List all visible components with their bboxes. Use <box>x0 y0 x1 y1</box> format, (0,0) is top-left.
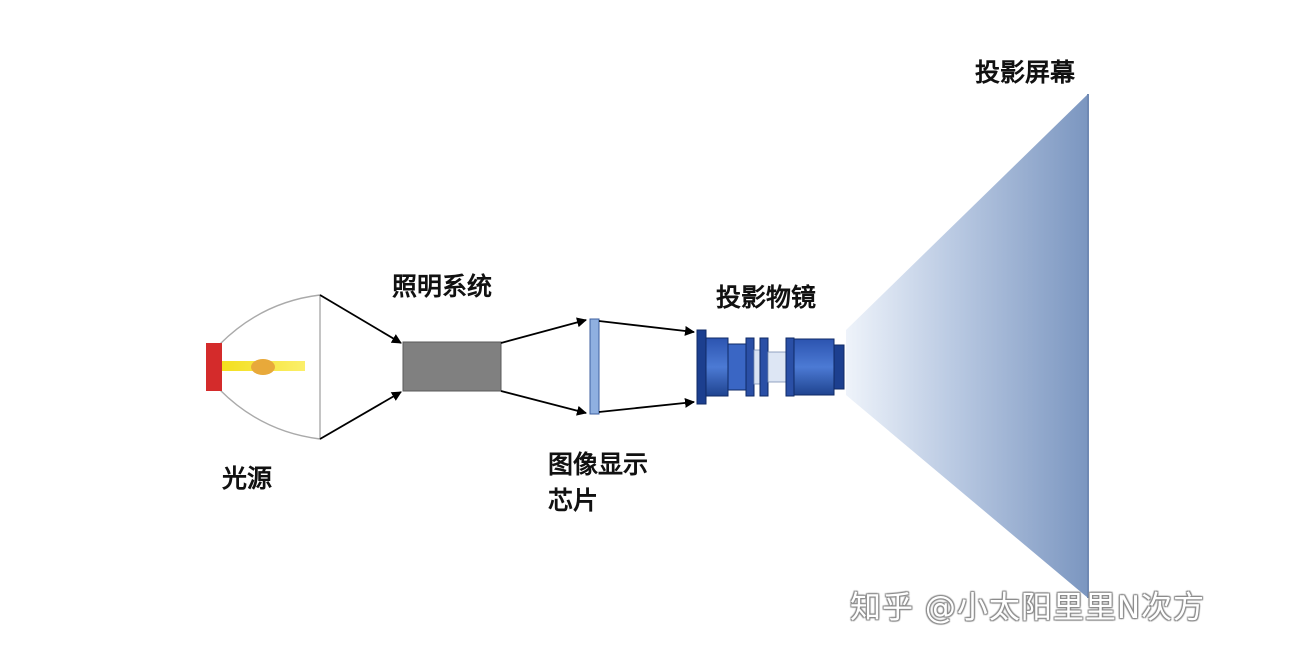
arrow-to-lens-bottom <box>598 397 695 413</box>
light-source-label: 光源 <box>222 464 273 493</box>
projection-lens-label: 投影物镜 <box>716 283 817 312</box>
reflector-outline <box>219 294 321 440</box>
display-chip-label-line1: 图像显示 <box>548 450 649 479</box>
illumination-system-block <box>402 341 502 392</box>
illumination-system-label: 照明系统 <box>392 272 493 301</box>
filament <box>251 359 275 375</box>
arrow-to-illumination-top <box>319 294 402 344</box>
projection-screen-label: 投影屏幕 <box>975 58 1076 87</box>
arrow-to-illumination-bottom <box>319 391 402 440</box>
projection-screen <box>846 94 1088 598</box>
projection-lens <box>696 329 845 405</box>
lamp-base <box>206 343 222 391</box>
arrow-to-chip-bottom <box>500 390 587 416</box>
watermark-text: 知乎 @小太阳里里N次方 <box>850 590 1206 626</box>
arrow-to-chip-top <box>500 317 587 344</box>
display-chip <box>589 318 600 415</box>
display-chip-label-line2: 芯片 <box>548 486 599 515</box>
arrow-to-lens-top <box>598 320 695 336</box>
